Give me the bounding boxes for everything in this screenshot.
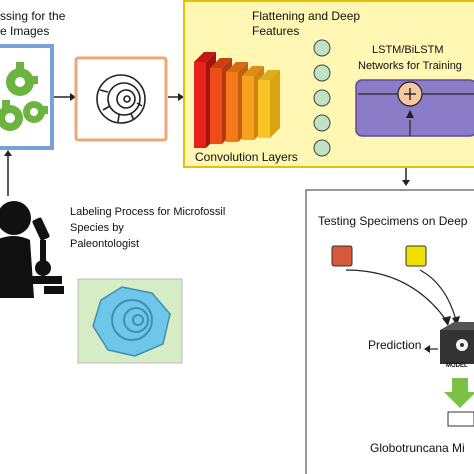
testing-title: Testing Specimens on Deep xyxy=(318,214,468,228)
labeling-title-line1: Labeling Process for Microfossil xyxy=(70,206,226,218)
specimen-yellow xyxy=(405,245,427,267)
labeling-title-line3: Paleontologist xyxy=(70,238,140,250)
model-box-icon xyxy=(440,322,474,364)
feature-node xyxy=(313,89,331,107)
ammonite-fossil-icon xyxy=(96,74,146,124)
paleontologist-icon xyxy=(0,201,64,298)
arrow-specimen-to-model xyxy=(419,269,457,321)
arrow-specimen-to-model xyxy=(345,269,447,321)
feature-node xyxy=(313,114,331,132)
down-arrow-icon xyxy=(444,378,474,408)
lstm-title-line2: Networks for Training xyxy=(358,60,462,72)
lstm-title-line1: LSTM/BiLSTM xyxy=(372,44,444,56)
result-box xyxy=(447,411,474,427)
convolution-layers-graphic xyxy=(194,52,280,148)
blue-fossil-icon xyxy=(92,286,171,357)
features-title-line1: Flattening and Deep xyxy=(252,9,361,23)
preprocessing-title-line1: ssing for the xyxy=(0,9,66,23)
labeling-title-line2: Species by xyxy=(70,222,124,234)
feature-nodes xyxy=(313,39,331,157)
feature-node xyxy=(313,139,331,157)
gears-icon xyxy=(0,62,48,131)
result-label: Globotruncana Mi xyxy=(370,441,465,455)
preprocessing-panel xyxy=(0,44,54,150)
feature-node xyxy=(313,64,331,82)
convolution-layers-label: Convolution Layers xyxy=(195,150,298,164)
features-title-line2: Features xyxy=(252,24,300,38)
specimen-red xyxy=(331,245,353,267)
feature-node xyxy=(313,39,331,57)
prediction-label: Prediction xyxy=(368,338,422,352)
preprocessing-title-line2: e Images xyxy=(0,24,50,38)
fossil-image-panel xyxy=(74,56,168,142)
model-label: MODEL xyxy=(446,363,468,369)
